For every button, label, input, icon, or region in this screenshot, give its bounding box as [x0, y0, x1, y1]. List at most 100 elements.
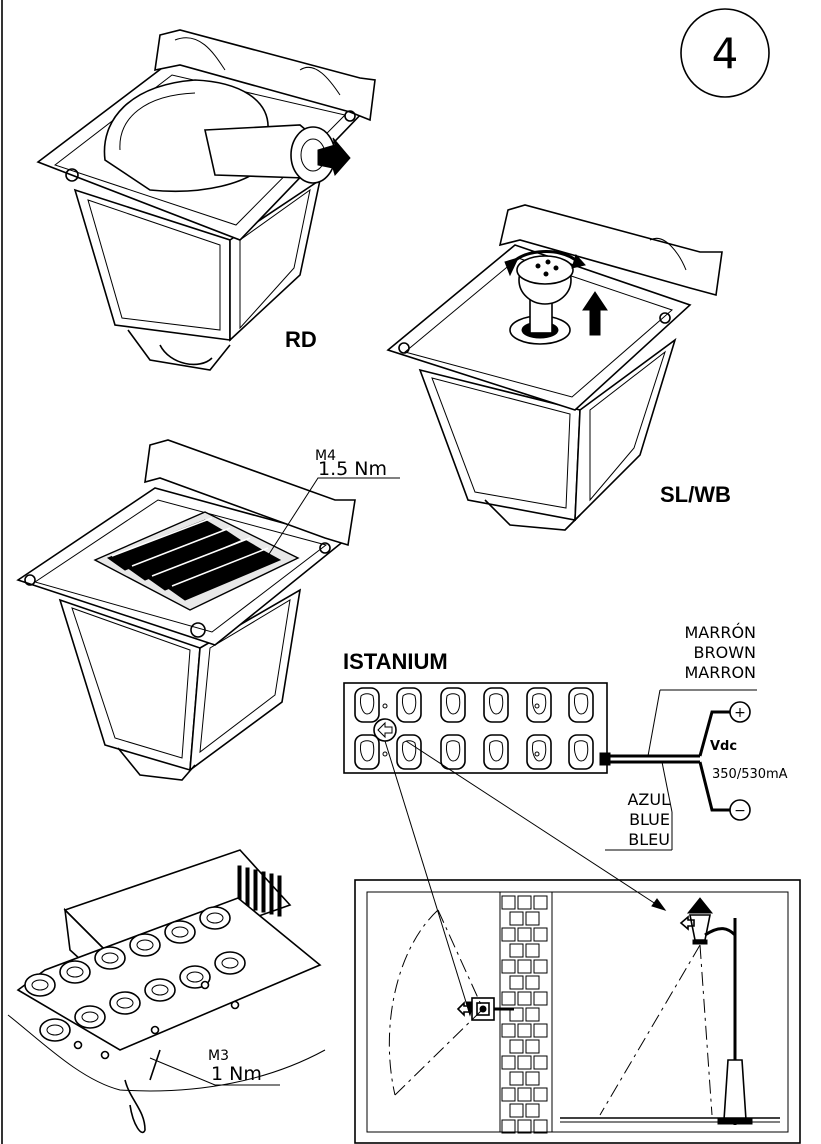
detail-led-lens-inner	[171, 926, 189, 938]
led-lens-inner	[446, 693, 461, 715]
brick	[525, 1071, 540, 1086]
arrowhead	[651, 898, 667, 911]
brick	[525, 1007, 540, 1022]
brick	[517, 1087, 532, 1102]
brick	[533, 1055, 548, 1070]
lantern-slwb-illustration	[386, 204, 723, 531]
brick	[517, 1023, 532, 1038]
detail-led-lens	[129, 933, 161, 957]
brick	[517, 1055, 532, 1070]
brick	[509, 911, 524, 926]
led-lens	[396, 687, 422, 723]
detail-led-lens-inner	[31, 979, 49, 991]
brick	[533, 927, 548, 942]
positive-terminal-symbol: +	[734, 705, 746, 721]
detail-led-lens-inner	[136, 939, 154, 951]
led-lens	[483, 687, 509, 723]
brick-wall-outline	[499, 891, 553, 1133]
led-lens-inner	[574, 740, 589, 762]
brick	[533, 1119, 548, 1134]
detail-led-lens	[164, 920, 196, 944]
led-module-detail-illustration	[7, 849, 326, 1134]
detail-led-lens	[214, 951, 246, 975]
brick	[533, 991, 548, 1006]
wiring-diagram: + − MARRÓN BROWN MARRON AZUL BLUE BLEU V…	[599, 623, 788, 851]
led-lens	[440, 687, 466, 723]
led-lens-inner	[402, 693, 417, 715]
brick	[501, 959, 516, 974]
negative-wire-en: BLUE	[629, 810, 670, 829]
brick	[525, 975, 540, 990]
brick	[533, 1023, 548, 1038]
negative-wire-fr: BLEU	[628, 830, 670, 849]
detail-led-lens-inner	[46, 1024, 64, 1036]
led-lens	[483, 734, 509, 770]
brick	[517, 927, 532, 942]
supply-current: 350/530mA	[712, 767, 788, 782]
detail-led-lens	[144, 978, 176, 1002]
detail-led-lens-inner	[221, 957, 239, 969]
supply-voltage: Vdc	[710, 739, 737, 754]
detail-led-lens-inner	[81, 1011, 99, 1023]
negative-wire-es: AZUL	[627, 790, 670, 809]
detail-led-lens	[94, 946, 126, 970]
brick	[517, 991, 532, 1006]
brick	[509, 943, 524, 958]
brick	[501, 927, 516, 942]
led-lens	[354, 687, 380, 723]
module-title: ISTANIUM	[343, 649, 448, 674]
led-lens	[568, 734, 594, 770]
positive-wire-es: MARRÓN	[684, 623, 756, 642]
slwb-label: SL/WB	[660, 482, 731, 507]
step-number: 4	[712, 29, 739, 78]
detail-led-lens-inner	[186, 971, 204, 983]
detail-led-lens	[199, 906, 231, 930]
led-lens-inner	[360, 693, 375, 715]
brick	[509, 1007, 524, 1022]
orientation-pointer-line	[384, 740, 471, 1016]
brick	[525, 1039, 540, 1054]
led-lens	[568, 687, 594, 723]
brick	[501, 1119, 516, 1134]
brick	[501, 1023, 516, 1038]
screw	[100, 1050, 110, 1060]
detail-led-lens	[39, 1018, 71, 1042]
brick	[533, 959, 548, 974]
step-indicator: 4	[680, 8, 770, 98]
detail-led-lens	[24, 973, 56, 997]
brick	[509, 1039, 524, 1054]
street-lamp	[599, 897, 753, 1125]
brick	[509, 1103, 524, 1118]
screw	[73, 1040, 83, 1050]
led-module-board	[343, 682, 608, 774]
brick	[509, 1071, 524, 1086]
brick	[533, 895, 548, 910]
brick	[533, 1087, 548, 1102]
led-lens-inner	[532, 693, 547, 715]
detail-led-lens	[74, 1005, 106, 1029]
led-lens-inner	[532, 740, 547, 762]
module-screw-size: M3	[208, 1048, 229, 1064]
detail-led-lens-inner	[66, 966, 84, 978]
led-lens-inner	[402, 740, 417, 762]
screw	[230, 1000, 240, 1010]
led-lens-inner	[489, 740, 504, 762]
module-torque-value: 1 Nm	[211, 1063, 262, 1085]
led-lens-inner	[360, 740, 375, 762]
screw	[200, 980, 210, 990]
brick	[525, 943, 540, 958]
brick	[525, 911, 540, 926]
negative-terminal-symbol: −	[734, 803, 746, 819]
positive-wire-fr: MARRON	[684, 663, 756, 682]
detail-led-lens	[59, 960, 91, 984]
detail-led-lens-inner	[151, 984, 169, 996]
rd-label: RD	[285, 327, 317, 352]
detail-led-lens-inner	[116, 997, 134, 1009]
positive-wire-en: BROWN	[694, 643, 756, 662]
brick	[509, 975, 524, 990]
led-lens	[354, 734, 380, 770]
brick	[517, 895, 532, 910]
led-lens-inner	[574, 693, 589, 715]
module-torque-annotation: M3 1 Nm	[208, 1048, 262, 1085]
detail-led-lens	[109, 991, 141, 1015]
